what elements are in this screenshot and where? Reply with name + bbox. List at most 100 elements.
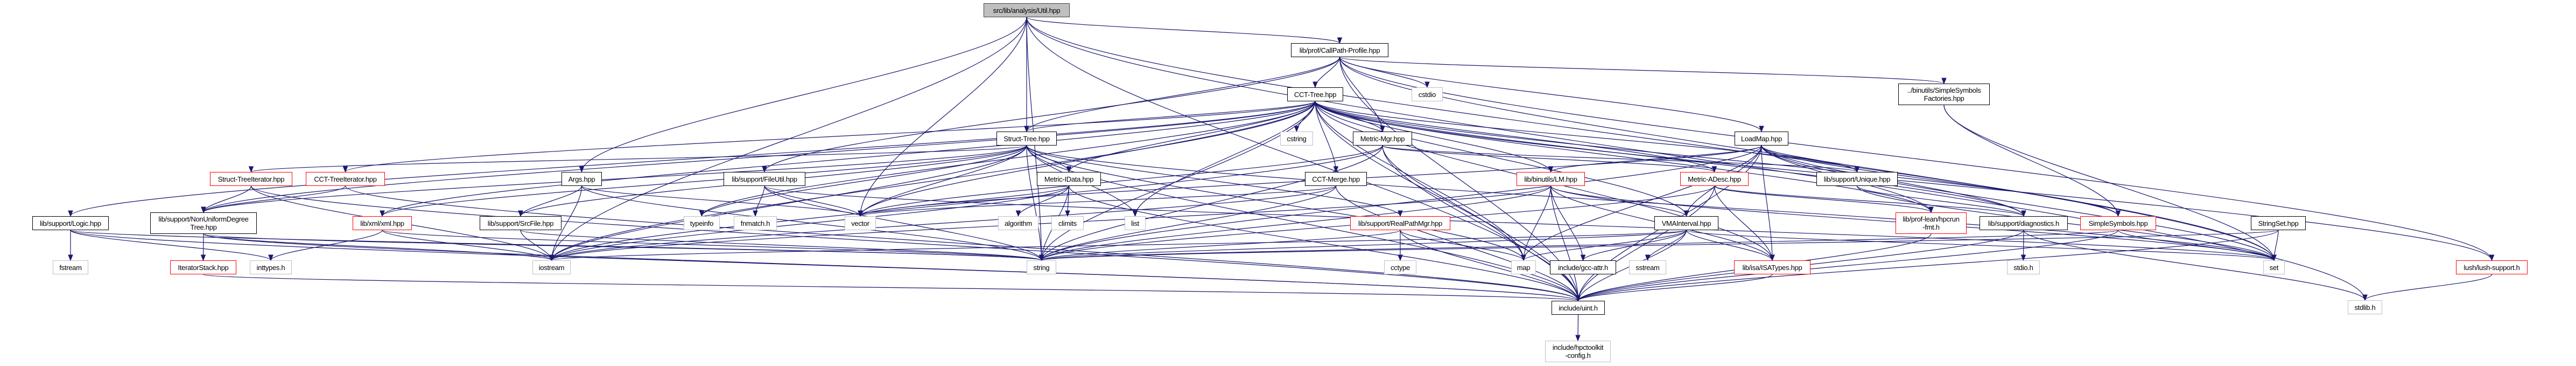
node-hpcrun-fmt[interactable]: lib/prof-lean/hpcrun -fmt.h [1896, 212, 1967, 234]
node-support-logic[interactable]: lib/support/Logic.hpp [32, 216, 109, 230]
node-vmainterval[interactable]: VMAInterval.hpp [1654, 216, 1718, 230]
node-fileutil[interactable]: lib/support/FileUtil.hpp [724, 172, 805, 186]
node-cstdio: cstdio [1412, 87, 1443, 101]
edge-cct-merge-to-iostream [551, 185, 1337, 261]
edge-isatypes-to-uint [1577, 274, 1773, 301]
edge-cct-tree-to-cct-merge-arrowhead [1333, 166, 1339, 173]
edge-realpathmgr-to-cctype-arrowhead [1398, 254, 1403, 261]
edge-struct-tree-to-struct-tree-iterator [250, 145, 1027, 172]
edge-loadmap-to-map [1523, 145, 1762, 261]
edge-stringset-to-string [1041, 230, 2279, 261]
edge-cct-tree-to-nonuniform [203, 101, 1316, 213]
node-lush-support[interactable]: lush/lush-support.h [2456, 260, 2528, 274]
edge-nonuniform-to-iterator-stack-arrowhead [200, 254, 206, 261]
node-struct-tree[interactable]: Struct-Tree.hpp [996, 132, 1057, 146]
edge-vmainterval-to-iostream [551, 230, 1687, 261]
node-stringset[interactable]: StringSet.hpp [2251, 216, 2306, 230]
edge-stringset-to-string-arrowhead [1038, 254, 1044, 261]
node-support-unique[interactable]: lib/support/Unique.hpp [1816, 172, 1898, 186]
edge-xml-to-inttypes [270, 230, 383, 261]
node-args[interactable]: Args.hpp [561, 172, 602, 186]
node-sstream: sstream [1629, 260, 1666, 274]
node-binutils-lm[interactable]: lib/binutils/LM.hpp [1517, 172, 1585, 186]
edge-cct-tree-to-cstring-arrowhead [1294, 126, 1300, 133]
node-uint[interactable]: include/uint.h [1552, 301, 1605, 315]
edge-cct-tree-iterator-to-nonuniform [203, 185, 346, 213]
edge-lush-support-to-stdlib [2364, 274, 2493, 301]
edge-cct-tree-to-map [1315, 101, 1524, 261]
edge-simple-symbols-to-string [1041, 230, 2119, 261]
node-cct-tree-iterator[interactable]: CCT-TreeIterator.hpp [306, 172, 385, 186]
node-xml[interactable]: lib/xml/xml.hpp [353, 216, 412, 230]
edge-nonuniform-to-uint [203, 233, 1579, 301]
edge-cct-tree-to-hpcrun-fmt [1315, 101, 1932, 213]
edge-uint-to-hpctoolkit-config-arrowhead [1575, 335, 1581, 342]
node-cctype: cctype [1384, 260, 1416, 274]
edge-cct-tree-to-xml [382, 101, 1316, 217]
edge-struct-tree-to-map [1026, 145, 1524, 261]
node-iterator-stack[interactable]: IteratorStack.hpp [170, 260, 236, 274]
edge-metric-mgr-to-metric-adesc-arrowhead [1711, 166, 1717, 173]
edge-logic-to-fstream-arrowhead [68, 254, 73, 261]
edge-struct-tree-to-iostream [551, 145, 1027, 261]
edge-args-to-srcfile-arrowhead [518, 210, 523, 217]
node-support-diagnostics[interactable]: lib/support/diagnostics.h [1980, 216, 2068, 230]
edge-args-to-vector [581, 185, 861, 217]
edge-cct-tree-to-metric-adesc [1315, 101, 1715, 172]
edge-loadmap-to-isatypes [1761, 145, 1773, 261]
edge-cct-merge-to-uint [1335, 185, 1579, 301]
node-realpathmgr[interactable]: lib/support/RealPathMgr.hpp [1350, 216, 1450, 230]
edge-xml-to-inttypes-arrowhead [268, 254, 273, 261]
node-nonuniform-degree-tree[interactable]: lib/support/NonUniformDegree Tree.hpp [150, 212, 257, 234]
node-gcc-attr[interactable]: include/gcc-attr.h [1550, 260, 1616, 274]
edge-metric-adesc-to-uint [1577, 185, 1715, 301]
edge-vmainterval-to-map [1523, 230, 1687, 261]
edge-simple-symbols-factories-to-simple-symbols [1943, 105, 2119, 217]
edge-metric-adesc-to-hpcrun-fmt [1714, 185, 1932, 213]
node-loadmap[interactable]: LoadMap.hpp [1735, 132, 1788, 146]
edge-lm-to-iostream [551, 185, 1552, 261]
edge-cct-tree-to-logic-arrowhead [68, 210, 73, 217]
edge-struct-tree-to-typeinfo [701, 145, 1027, 217]
node-support-srcfile[interactable]: lib/support/SrcFile.hpp [480, 216, 561, 230]
node-set: set [2263, 260, 2285, 274]
node-stdio: stdio.h [2007, 260, 2040, 274]
node-struct-tree-iterator[interactable]: Struct-TreeIterator.hpp [210, 172, 292, 186]
edge-callpath-profile-to-cstdio-arrowhead [1424, 81, 1430, 88]
edge-nonuniform-to-string [203, 233, 1042, 261]
node-typeinfo: typeinfo [684, 216, 720, 230]
node-callpath-profile[interactable]: lib/prof/CallPath-Profile.hpp [1291, 43, 1388, 57]
node-cct-tree[interactable]: CCT-Tree.hpp [1287, 87, 1343, 101]
node-simple-symbols[interactable]: SimpleSymbols.hpp [2080, 216, 2156, 230]
node-simple-symbols-factories[interactable]: ../binutils/SimpleSymbols Factories.hpp [1898, 84, 1990, 105]
edge-metric-idata-to-iostream [551, 185, 1070, 261]
edge-loadmap-to-simple-symbols [1761, 145, 2119, 217]
edge-struct-tree-to-typeinfo-arrowhead [699, 210, 705, 217]
edge-struct-tree-to-nonuniform [203, 145, 1027, 213]
edge-simple-symbols-to-set [2117, 230, 2275, 261]
edge-metric-mgr-to-iostream [551, 145, 1383, 261]
edge-fileutil-to-set [764, 185, 2275, 261]
node-metric-mgr[interactable]: Metric-Mgr.hpp [1353, 132, 1412, 146]
node-metric-adesc[interactable]: Metric-ADesc.hpp [1680, 172, 1749, 186]
node-isatypes[interactable]: lib/isa/ISATypes.hpp [1734, 260, 1810, 274]
edge-stringset-to-uint [1577, 230, 2279, 301]
edge-lm-to-map [1523, 185, 1552, 261]
edge-xml-to-string [382, 230, 1042, 261]
edge-metric-idata-to-climits-arrowhead [1065, 210, 1070, 217]
edge-simple-symbols-to-uint [1577, 230, 2119, 301]
edge-vmainterval-to-isatypes [1686, 230, 1773, 261]
node-map: map [1511, 260, 1536, 274]
node-fstream: fstream [53, 260, 88, 274]
edge-struct-tree-iterator-to-uint [250, 185, 1579, 301]
edge-callpath-profile-to-loadmap [1339, 57, 1762, 132]
edge-metric-idata-to-algorithm [1017, 185, 1070, 217]
edge-struct-tree-to-struct-tree-iterator-arrowhead [248, 166, 254, 173]
edge-cct-tree-to-simple-symbols [1315, 101, 2119, 217]
edge-loadmap-to-lm-arrowhead [1548, 166, 1554, 173]
edge-vmainterval-to-isatypes-arrowhead [1770, 254, 1775, 261]
edge-cct-tree-to-typeinfo [701, 101, 1316, 217]
node-cct-merge[interactable]: CCT-Merge.hpp [1305, 172, 1367, 186]
node-metric-idata[interactable]: Metric-IData.hpp [1037, 172, 1101, 186]
